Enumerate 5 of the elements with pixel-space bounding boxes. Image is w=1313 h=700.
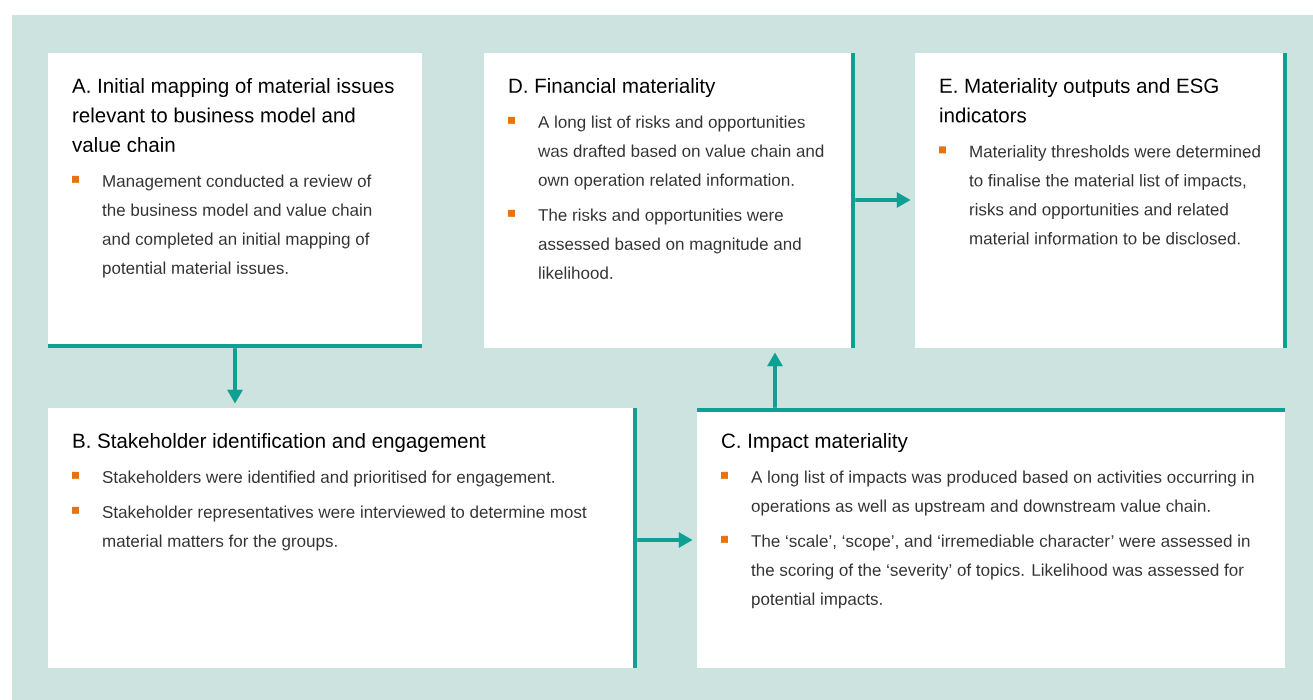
process-box: C. Impact materiality A long list of impacts was produced based on activities occurring in operations as well as upstream and downstream value chain. The ‘scale’, ‘scope’, and ‘irremediable character’ were assessed in the scoring of the ‘severity’ of topics. Likelihood was assessed for potential impacts. <box>697 408 1285 668</box>
process-box: A. Initial mapping of material issues relevant to business model and value chain Management conducted a review of the business model and value chain and completed an initial mapping of potential material issues. <box>48 53 422 348</box>
process-box: B. Stakeholder identification and engagement Stakeholders were identified and prioritised for engagement. Stakeholder representatives were interviewed to determine most material matters for the groups. <box>48 408 637 668</box>
process-box: D. Financial materiality A long list of risks and opportunities was drafted based on value chain and own operation related information. The risks and opportunities were assessed based on magnitude and likelihood. <box>484 53 855 348</box>
process-box: E. Materiality outputs and ESG indicators Materiality thresholds were determined to finalise the material list of impacts, risks and opportunities and related material information to be disclosed. <box>915 53 1287 348</box>
